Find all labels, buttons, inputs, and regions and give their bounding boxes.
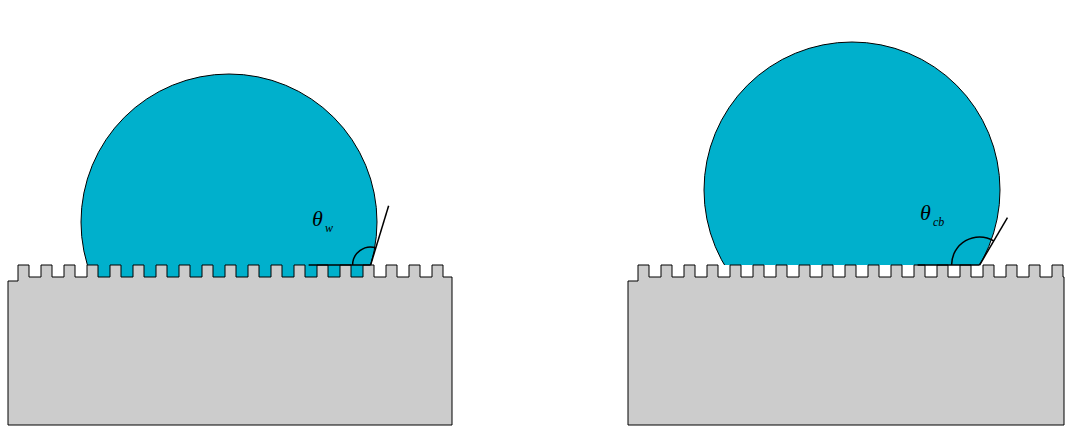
angle-subscript: cb: [933, 216, 944, 228]
cassie-baxter-droplet: [704, 42, 1000, 265]
angle-arc: [353, 247, 376, 265]
wenzel-droplet: [81, 74, 377, 277]
angle-arc: [952, 237, 994, 265]
angle-subscript: w: [325, 222, 333, 234]
tangent-line: [980, 218, 1008, 265]
baseline: [309, 264, 371, 266]
baseline: [918, 264, 980, 266]
angle-symbol: θ: [312, 208, 323, 230]
rough-substrate: [628, 265, 1064, 425]
rough-substrate: [8, 265, 452, 425]
contact-angle-marker: [309, 206, 389, 265]
tangent-line: [371, 206, 389, 265]
angle-symbol: θ: [920, 202, 931, 224]
contact-angle-marker: [918, 218, 1008, 265]
